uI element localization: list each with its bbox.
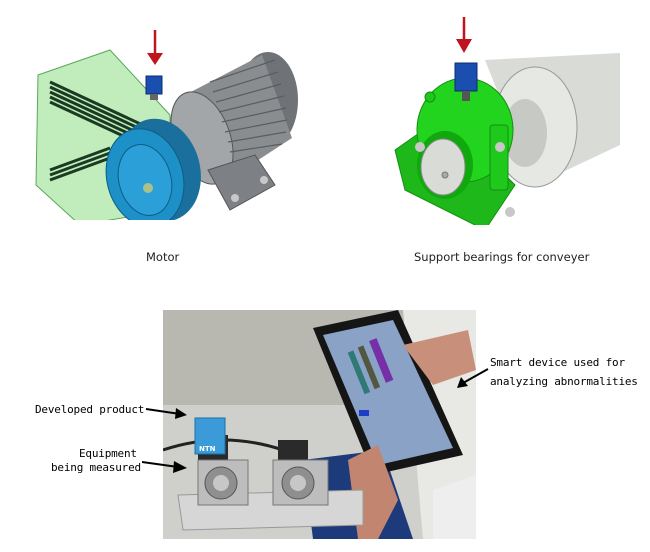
pulley bbox=[105, 118, 201, 220]
motor-caption: Motor bbox=[146, 250, 180, 264]
ntn-sensor: NTN bbox=[194, 417, 226, 455]
equipment-label-line1: Equipment bbox=[79, 447, 137, 460]
smart-device-label-line1: Smart device used for bbox=[490, 356, 625, 369]
bearing-caption: Support bearings for conveyer bbox=[414, 250, 590, 264]
arrow-to-sensor-icon bbox=[146, 408, 187, 419]
bearing-figure bbox=[385, 15, 625, 225]
demo-photo-scene: NTN bbox=[163, 310, 476, 539]
red-arrow-icon bbox=[456, 17, 472, 53]
demo-photo: NTN bbox=[163, 310, 476, 539]
motor-figure bbox=[30, 20, 305, 220]
bearing-illustration bbox=[394, 17, 620, 225]
arrow-to-tablet-icon bbox=[457, 368, 489, 388]
arrow-to-equipment-icon bbox=[142, 461, 187, 473]
equipment-label-line2: being measured bbox=[51, 461, 141, 474]
motor-illustration bbox=[35, 30, 298, 220]
measured-unit-left bbox=[197, 435, 249, 506]
tablet bbox=[313, 310, 463, 475]
developed-product-label: Developed product bbox=[35, 403, 145, 416]
bearing-housing bbox=[394, 77, 516, 225]
svg-text:NTN: NTN bbox=[199, 445, 216, 453]
measured-unit-right bbox=[272, 440, 329, 506]
smart-device-label-line2: analyzing abnormalities bbox=[490, 375, 638, 388]
red-arrow-icon bbox=[147, 30, 163, 65]
sensor-icon bbox=[454, 62, 478, 101]
conveyor-roller bbox=[485, 53, 620, 188]
sensor-icon bbox=[145, 75, 163, 100]
